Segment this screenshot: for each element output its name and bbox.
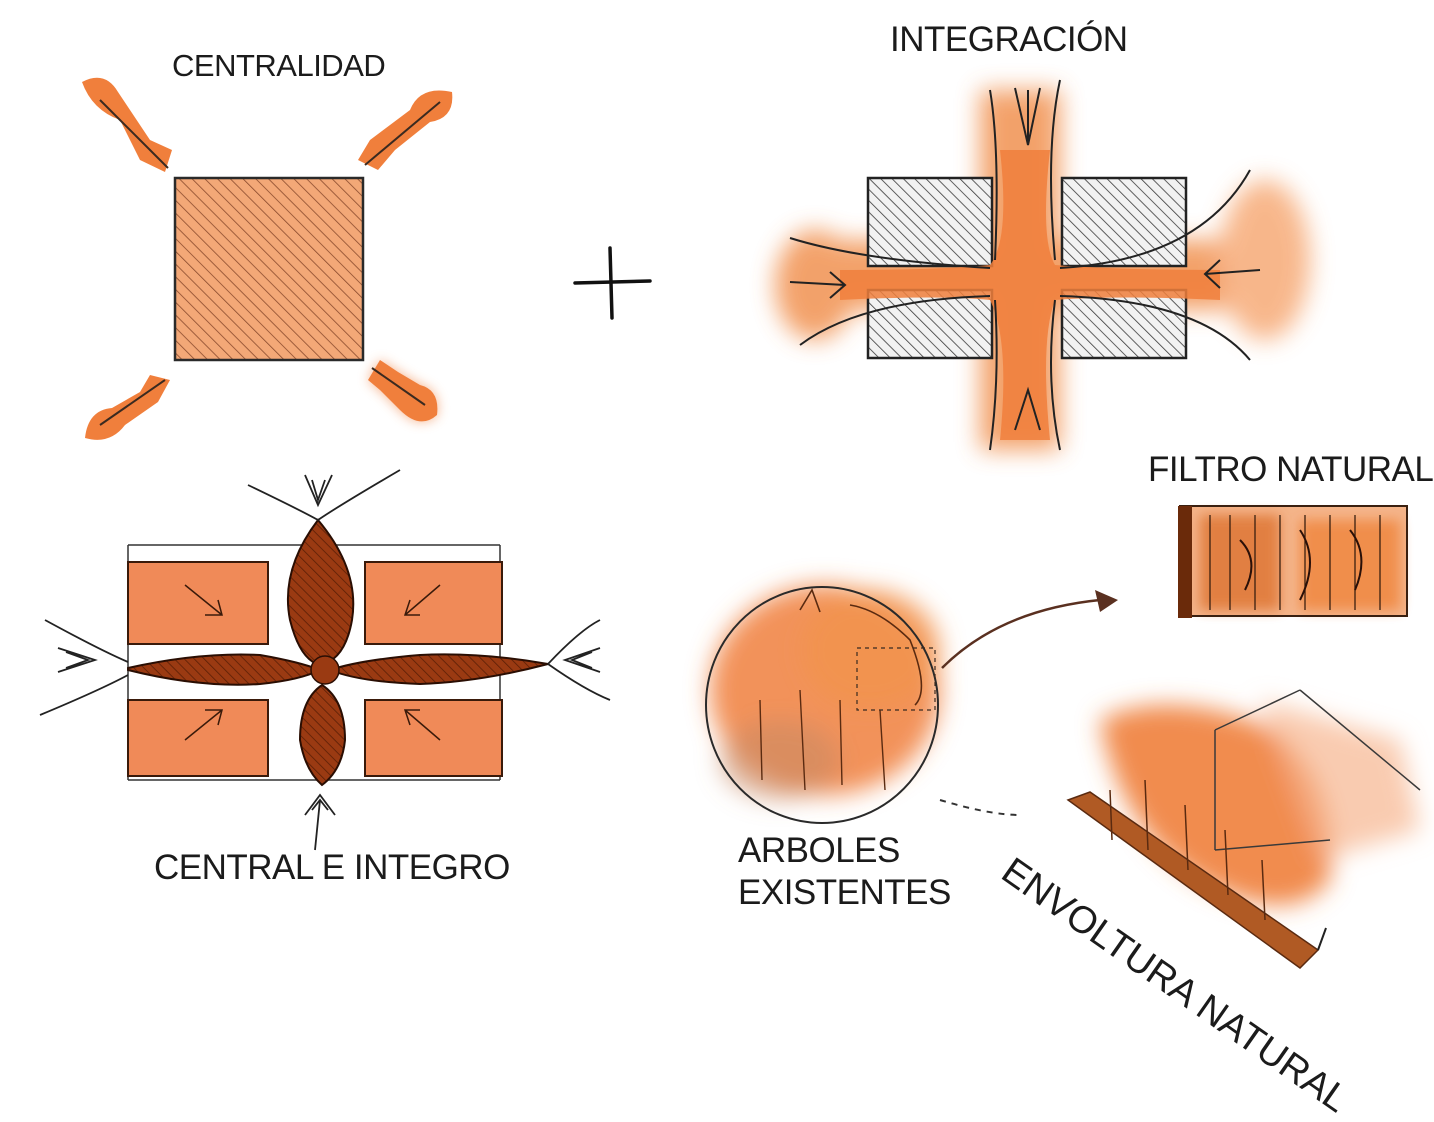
petal-right xyxy=(327,653,549,686)
central-e-integro-sketch xyxy=(39,469,611,851)
integracion-block-bottom-right xyxy=(1060,288,1188,360)
petal-left xyxy=(127,653,323,686)
arrow-bottom-right-icon xyxy=(368,360,438,422)
arrow-top-left-icon xyxy=(82,77,172,172)
integracion-block-top-left xyxy=(866,176,994,268)
arrow-down-icon xyxy=(304,474,333,508)
integracion-block-top-right xyxy=(1060,176,1188,268)
arrow-left-icon xyxy=(1203,259,1261,289)
filtro-natural-detail xyxy=(1178,505,1408,618)
label-integracion: INTEGRACIÓN xyxy=(890,20,1128,59)
concept-diagram-canvas xyxy=(39,77,1421,969)
label-central-e-integro: CENTRAL E INTEGRO xyxy=(154,848,510,887)
label-arboles-line1: ARBOLES xyxy=(738,831,900,870)
label-arboles-existentes: ARBOLES EXISTENTES xyxy=(738,830,951,914)
arrow-bottom-left-icon xyxy=(85,375,170,440)
arboles-existentes-sketch xyxy=(705,585,1118,824)
label-arboles-line2: EXISTENTES xyxy=(738,873,951,912)
arrow-top-right-icon xyxy=(358,90,453,170)
label-filtro-natural: FILTRO NATURAL xyxy=(1148,450,1434,489)
envoltura-natural-sketch xyxy=(1066,689,1421,969)
arrow-right-icon xyxy=(789,271,847,299)
integracion-sketch xyxy=(775,79,1310,451)
block-top-left xyxy=(127,561,269,645)
tree-circle-outline xyxy=(705,586,939,824)
block-bottom-left xyxy=(127,699,269,777)
petal-top xyxy=(286,518,355,667)
arrow-up-icon xyxy=(1014,386,1041,431)
centralidad-hatched-square xyxy=(173,176,365,362)
block-top-right xyxy=(364,561,503,645)
label-centralidad: CENTRALIDAD xyxy=(172,48,386,83)
leader-line-to-filtro xyxy=(941,598,1101,669)
centralidad-sketch xyxy=(82,77,453,440)
petal-bottom xyxy=(298,683,347,787)
plus-icon xyxy=(573,246,652,320)
arrow-right-icon xyxy=(57,647,98,673)
arrow-down-icon xyxy=(1014,87,1041,146)
arrow-left-icon xyxy=(562,647,601,673)
block-bottom-right xyxy=(364,699,503,777)
